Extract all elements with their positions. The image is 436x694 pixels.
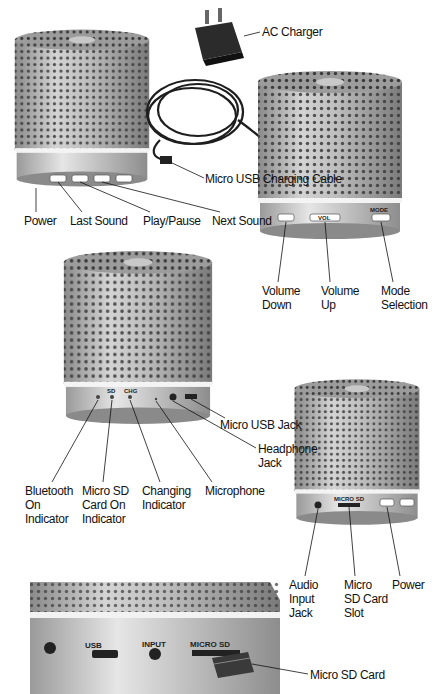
callout-label: Mode Selection <box>381 284 436 312</box>
callout-label: Micro SD Card <box>310 668 410 682</box>
device-marking: VOL <box>318 215 330 222</box>
callout-label: Bluetooth On Indicator <box>25 484 85 526</box>
device-marking: USB <box>85 641 102 650</box>
callout-label: Microphone <box>205 484 285 498</box>
callout-label: Power <box>392 578 436 592</box>
callout-label: Last Sound <box>70 214 140 228</box>
callout-label: Micro USB Jack <box>220 418 330 432</box>
callout-label: Micro USB Charging Cable <box>205 172 355 186</box>
device-marking: SD <box>107 388 115 395</box>
callout-label: Changing Indicator <box>142 484 204 512</box>
device-marking: MICRO SD <box>190 640 230 649</box>
callout-label: Headphone Jack <box>258 442 318 470</box>
callout-label: Micro SD Card On Indicator <box>82 484 138 526</box>
callout-label: Play/Pause <box>143 214 213 228</box>
callout-label: Power <box>24 214 74 228</box>
device-marking: MICRO SD <box>334 496 364 503</box>
callout-label: Next Sound <box>212 214 292 228</box>
device-marking: CHG <box>124 388 137 395</box>
callout-label: Audio Input Jack <box>289 578 337 620</box>
callout-label: Volume Down <box>262 284 310 312</box>
device-marking: MODE <box>370 207 388 214</box>
callout-label: AC Charger <box>262 25 352 39</box>
callout-label: Micro SD Card Slot <box>344 578 388 620</box>
callout-label: Volume Up <box>321 284 366 312</box>
device-marking: INPUT <box>142 640 166 649</box>
